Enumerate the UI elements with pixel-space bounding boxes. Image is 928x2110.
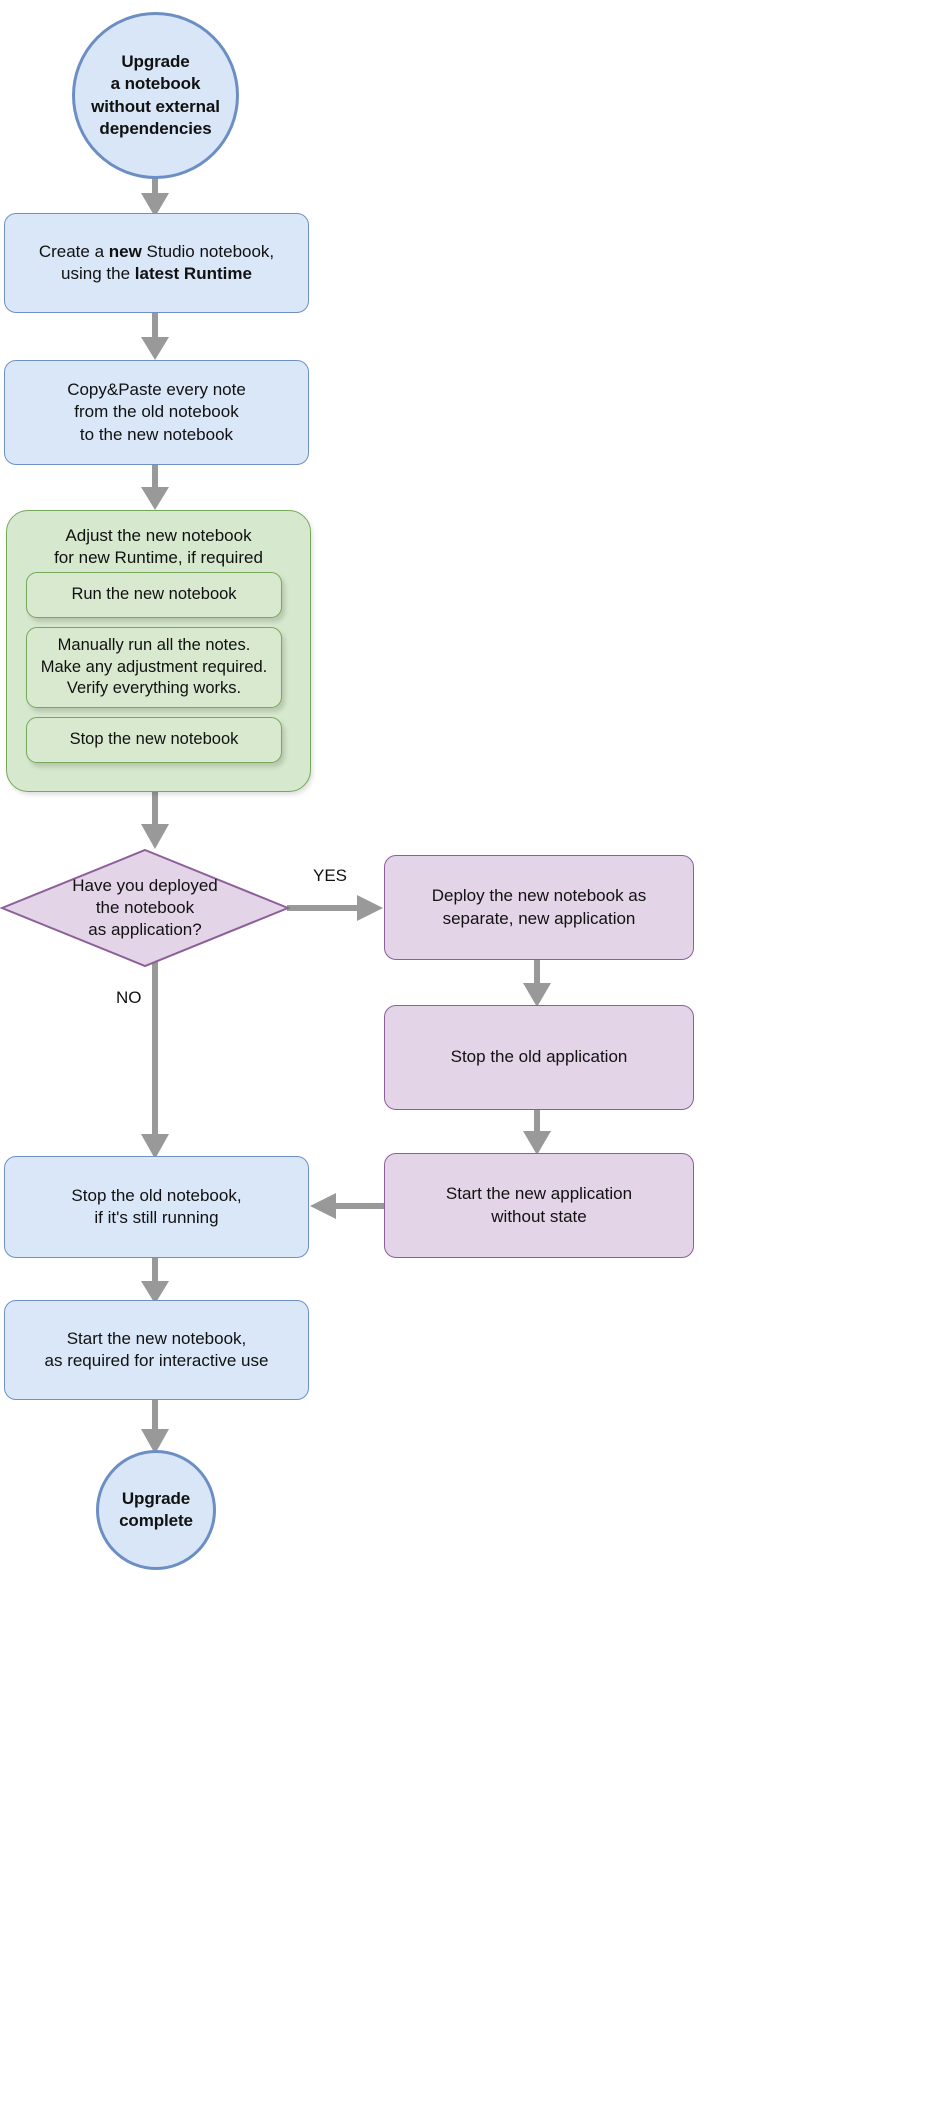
node-stop-old-notebook[interactable]: Stop the old notebook, if it's still run… bbox=[4, 1156, 309, 1258]
connector-create-to-copy bbox=[132, 313, 178, 363]
connector-stop-old-app-to-start-new-app bbox=[514, 1106, 560, 1158]
connector-copy-to-adjust bbox=[132, 463, 178, 513]
node-start-new-notebook[interactable]: Start the new notebook, as required for … bbox=[4, 1300, 309, 1400]
node-create-notebook-label: Create a new Studio notebook,using the l… bbox=[38, 241, 275, 283]
node-stop-new-notebook[interactable]: Stop the new notebook bbox=[26, 717, 282, 763]
node-adjust-group-title: Adjust the new notebook for new Runtime,… bbox=[54, 526, 263, 568]
node-create-notebook[interactable]: Create a new Studio notebook,using the l… bbox=[4, 213, 309, 313]
node-start-new-app[interactable]: Start the new application without state bbox=[384, 1153, 694, 1258]
node-start[interactable]: Upgrade a notebook without external depe… bbox=[72, 12, 239, 179]
connector-start-new-notebook-to-end bbox=[132, 1399, 178, 1457]
node-adjust-group[interactable]: Adjust the new notebook for new Runtime,… bbox=[6, 510, 311, 792]
edge-label-yes: YES bbox=[313, 866, 348, 885]
connector-stop-old-notebook-to-start-new-notebook bbox=[132, 1257, 178, 1307]
node-manual-run[interactable]: Manually run all the notes. Make any adj… bbox=[26, 627, 282, 708]
node-decision-deployed-label: Have you deployed the notebook as applic… bbox=[72, 875, 218, 940]
node-end[interactable]: Upgrade complete bbox=[96, 1450, 216, 1570]
connector-adjust-to-decision bbox=[132, 790, 178, 852]
node-decision-deployed[interactable]: Have you deployed the notebook as applic… bbox=[0, 848, 290, 968]
connector-start-new-app-to-stop-old-notebook bbox=[308, 1186, 388, 1226]
edge-label-no: NO bbox=[116, 988, 142, 1007]
node-deploy-new-app[interactable]: Deploy the new notebook as separate, new… bbox=[384, 855, 694, 960]
node-run-new-notebook[interactable]: Run the new notebook bbox=[26, 572, 282, 618]
connector-decision-no-to-stop-old-notebook bbox=[132, 957, 178, 1162]
node-stop-old-app[interactable]: Stop the old application bbox=[384, 1005, 694, 1110]
connector-decision-yes-to-deploy bbox=[287, 888, 387, 928]
node-copy-paste[interactable]: Copy&Paste every note from the old noteb… bbox=[4, 360, 309, 465]
connector-deploy-to-stop-old-app bbox=[514, 958, 560, 1010]
